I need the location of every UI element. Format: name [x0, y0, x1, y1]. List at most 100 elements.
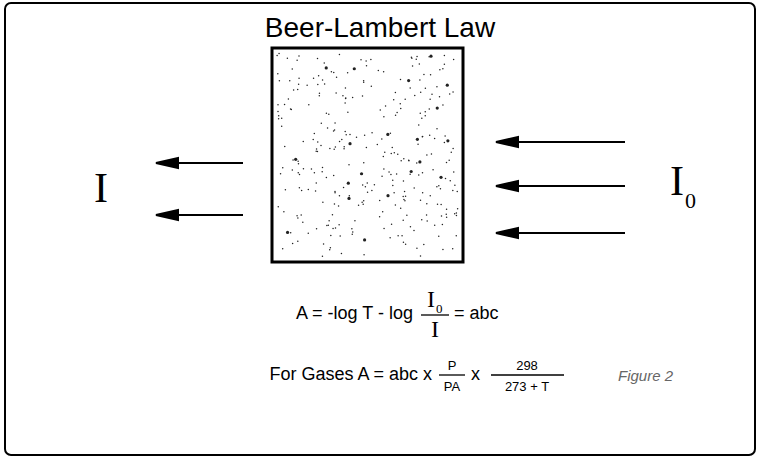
particle-dot	[440, 188, 442, 190]
particle-dot	[341, 253, 343, 255]
text-holder: P	[448, 356, 457, 374]
arrow-shaft	[172, 214, 243, 216]
particle-dot	[419, 79, 421, 81]
text-holder: I	[94, 164, 108, 212]
particle-dot	[345, 97, 347, 99]
particle-dot	[404, 98, 406, 100]
particle-dot	[411, 56, 413, 58]
particle-dot	[389, 237, 391, 239]
incident-arrows	[496, 137, 625, 238]
particle-dot	[399, 103, 401, 105]
intensity-symbol: I	[94, 164, 108, 212]
particle-dot	[436, 186, 438, 188]
text-holder: A = -log T - log	[296, 303, 413, 324]
fraction-numerator: P	[448, 359, 457, 374]
particle-dot	[323, 243, 325, 245]
particle-dot	[449, 180, 451, 182]
particle-dot	[381, 176, 383, 178]
diagram-title: Beer-Lambert Law	[265, 12, 495, 44]
particle-dot	[335, 227, 337, 229]
particle-dot	[321, 171, 323, 173]
particle-dot	[444, 55, 446, 57]
particle-dot	[454, 213, 456, 215]
particle-dot	[431, 153, 433, 155]
particle-dot	[314, 133, 316, 135]
particle-dot	[425, 87, 427, 89]
particle-dot	[324, 83, 326, 85]
particle-dot	[386, 194, 389, 197]
particle-dot	[383, 156, 385, 158]
particle-dot	[289, 80, 291, 82]
arrow-shaft	[512, 141, 625, 143]
particle-dot	[298, 55, 300, 57]
particle-dot	[333, 130, 335, 132]
particle-dot	[312, 139, 314, 141]
particle-dot	[452, 91, 454, 93]
text-holder: Beer-Lambert Law	[265, 12, 495, 44]
particle-dot	[445, 213, 447, 215]
particle-dot	[354, 220, 356, 222]
particle-dot	[280, 173, 282, 175]
particle-dot	[381, 138, 383, 140]
particle-dot	[390, 132, 392, 134]
particle-dot	[362, 95, 364, 97]
particle-dot	[444, 142, 446, 144]
particle-dot	[383, 168, 385, 170]
particle-dot	[281, 118, 283, 120]
arrow-head	[156, 210, 178, 220]
particle-dot	[452, 190, 454, 192]
particle-dot	[392, 185, 394, 187]
particle-dot	[335, 92, 337, 94]
particle-dot	[363, 200, 365, 202]
particle-dot	[322, 255, 324, 257]
particle-dot	[445, 178, 447, 180]
particle-dot	[296, 60, 298, 62]
particle-dot	[316, 228, 318, 230]
particle-dot	[402, 196, 404, 198]
particle-dot	[416, 162, 418, 164]
particle-dot	[320, 145, 322, 147]
particle-dot	[390, 174, 392, 176]
particle-dot	[426, 203, 428, 205]
particle-dot	[347, 197, 350, 200]
particle-dot	[365, 60, 367, 62]
particle-dot	[384, 152, 386, 154]
particle-dot	[276, 55, 278, 57]
particle-dot	[347, 182, 350, 185]
particle-dot	[411, 57, 413, 59]
particle-dot	[405, 196, 407, 198]
particle-dot	[438, 185, 440, 187]
particle-dot	[334, 129, 336, 131]
particle-dot	[440, 204, 442, 206]
particle-dot	[408, 159, 410, 161]
particle-dot	[420, 199, 422, 201]
particle-dot	[347, 112, 349, 114]
particle-dot	[456, 235, 458, 237]
particle-dot	[302, 141, 304, 143]
particle-dot	[322, 167, 324, 169]
text-holder: Figure 2	[618, 367, 673, 385]
fraction-denominator: 273 + T	[505, 380, 549, 395]
transmitted-arrows	[156, 158, 243, 220]
text-holder: 298	[516, 356, 538, 374]
particle-dot	[367, 191, 369, 193]
particle-dot	[284, 104, 286, 106]
particle-dot	[331, 71, 333, 73]
particle-dot	[388, 171, 390, 173]
particle-dot	[436, 128, 438, 130]
particle-dot	[325, 66, 328, 69]
particle-dot	[413, 187, 415, 189]
particle-dot	[405, 244, 407, 246]
particle-dot	[378, 70, 380, 72]
particle-dot	[297, 241, 299, 243]
particle-dot	[278, 118, 280, 120]
particle-dot	[429, 195, 431, 197]
particle-dot	[366, 65, 368, 67]
particle-dot	[446, 162, 448, 164]
particle-dot	[345, 134, 347, 136]
particle-dot	[377, 144, 379, 146]
fraction-numerator: 298	[516, 359, 538, 374]
particle-dot	[321, 123, 323, 125]
text-holder: 0	[685, 188, 696, 213]
